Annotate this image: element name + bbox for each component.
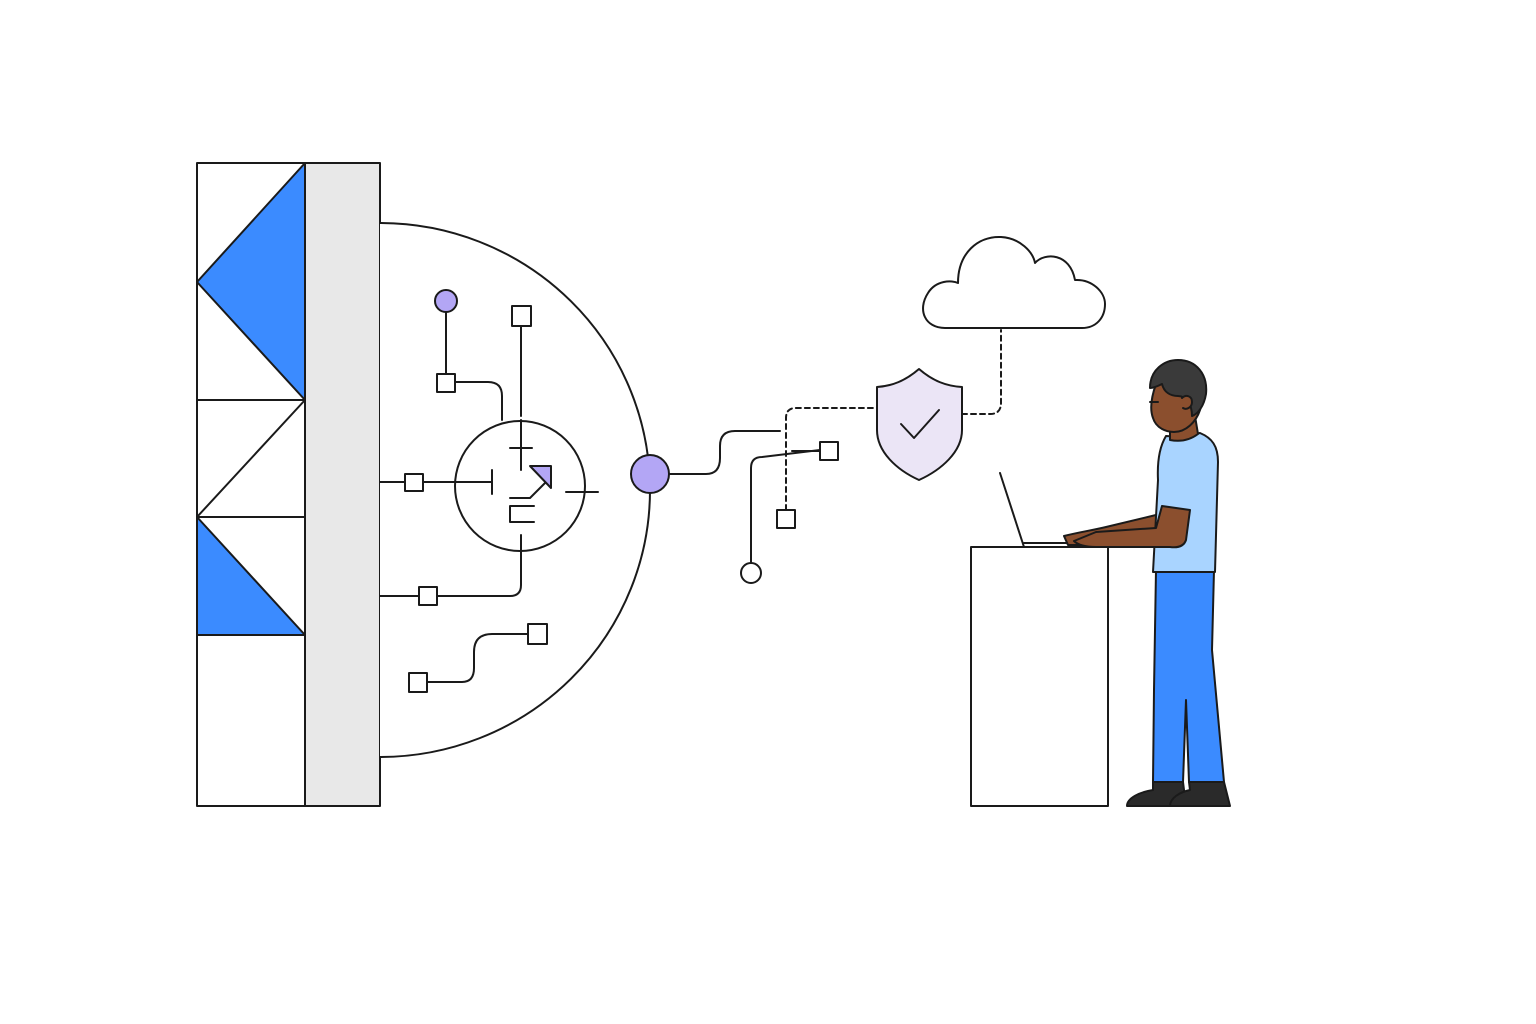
dashed-link [961,329,1002,415]
transistor-collector [509,505,535,523]
network-square-node [776,509,796,529]
circuit-square-node [436,373,456,393]
shirt [1152,432,1219,573]
arm-front [1073,505,1191,549]
transistor-arrow [529,465,552,489]
connection-wire [750,449,821,564]
person-figure [1063,359,1231,807]
check-mark [900,409,940,439]
transistor-symbol [454,419,599,557]
network-square-node [819,441,839,461]
connection-wire [668,430,781,475]
cloud-icon [922,235,1106,329]
network-branch [740,407,877,584]
gray-panel-strip [304,162,381,807]
circuit-square-node [418,586,438,606]
shield-shape [876,368,963,481]
shield-check-icon [876,368,963,481]
pants [1152,569,1225,783]
circuit-wire [426,633,529,683]
circuit-square-node [408,672,428,693]
shoe-right [1169,781,1231,807]
dashed-link [785,407,877,511]
lavender-node [434,289,458,313]
circuit-square-node [511,305,532,327]
circuit-square-node [527,623,548,645]
ear [1181,394,1193,410]
transistor-emitter [509,479,549,499]
connector-node [630,454,670,494]
circuit-wire [436,555,522,597]
circuit-square-node [404,473,424,492]
laptop-screen [999,472,1025,548]
circuit-half-circle [379,222,651,758]
wall-panel [196,162,381,807]
network-end-node [740,562,762,584]
standing-desk [970,546,1109,807]
circuit-wire [454,381,503,421]
